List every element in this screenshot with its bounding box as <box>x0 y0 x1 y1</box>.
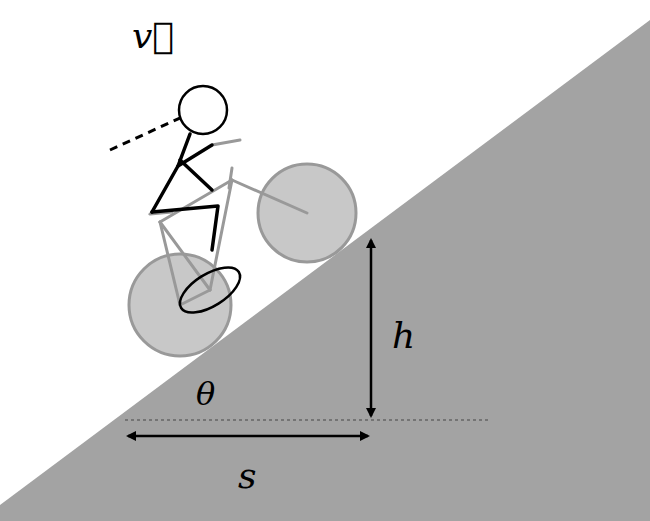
incline <box>0 20 650 521</box>
reference-line <box>125 419 490 421</box>
height-dimension <box>370 240 373 416</box>
height-symbol: h <box>392 318 415 354</box>
velocity-symbol: v⃗ <box>132 18 174 54</box>
horizontal-distance-symbol: s <box>238 458 256 494</box>
horizontal-dimension <box>128 435 368 438</box>
cyclist <box>129 86 356 356</box>
angle-symbol: θ <box>196 378 215 410</box>
